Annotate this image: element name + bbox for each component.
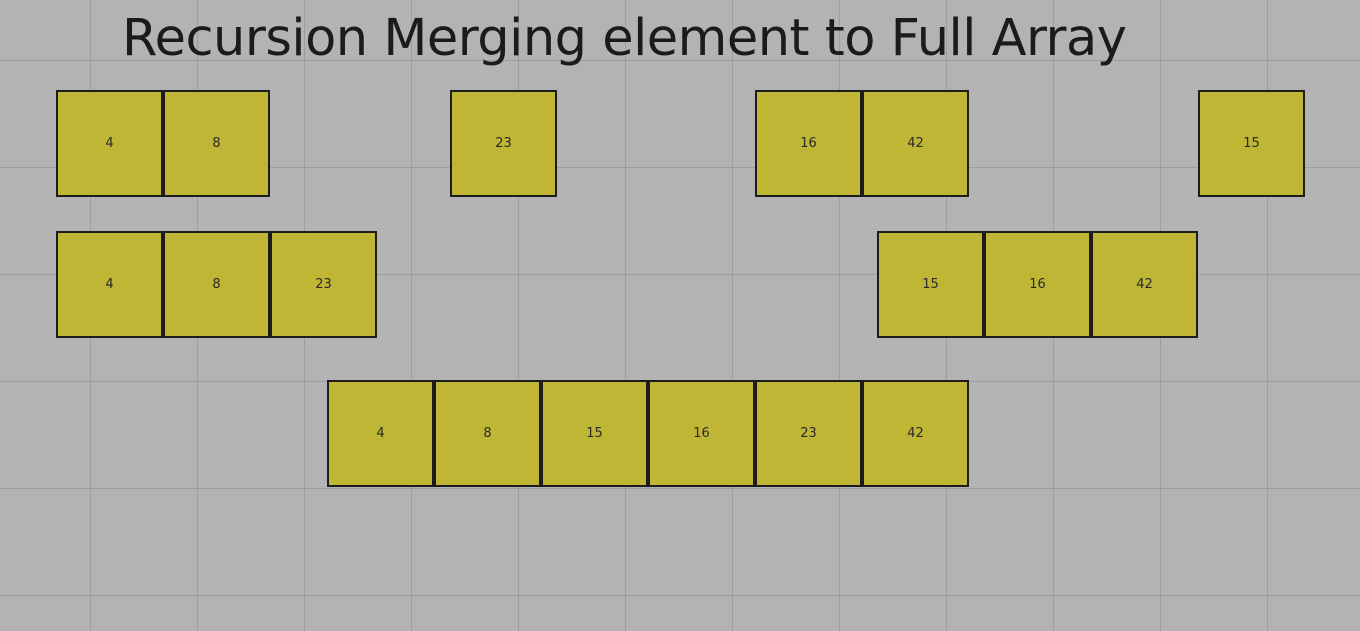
array-cell: 8 xyxy=(434,380,541,487)
array-cell: 16 xyxy=(984,231,1091,338)
array-cell: 15 xyxy=(1198,90,1305,197)
array-cell: 23 xyxy=(755,380,862,487)
array-cell: 23 xyxy=(270,231,377,338)
diagram-title: Recursion Merging element to Full Array xyxy=(122,9,1127,68)
array-cell: 15 xyxy=(541,380,648,487)
array-group: 23 xyxy=(450,90,557,197)
array-cell: 8 xyxy=(163,90,270,197)
array-cell: 4 xyxy=(56,90,163,197)
array-cell: 23 xyxy=(450,90,557,197)
array-cell: 42 xyxy=(862,90,969,197)
array-cell: 42 xyxy=(862,380,969,487)
array-cell: 16 xyxy=(755,90,862,197)
array-cell: 8 xyxy=(163,231,270,338)
array-cell: 4 xyxy=(327,380,434,487)
array-cell: 16 xyxy=(648,380,755,487)
array-cell: 42 xyxy=(1091,231,1198,338)
array-group: 15 xyxy=(1198,90,1305,197)
array-cell: 15 xyxy=(877,231,984,338)
array-cell: 4 xyxy=(56,231,163,338)
